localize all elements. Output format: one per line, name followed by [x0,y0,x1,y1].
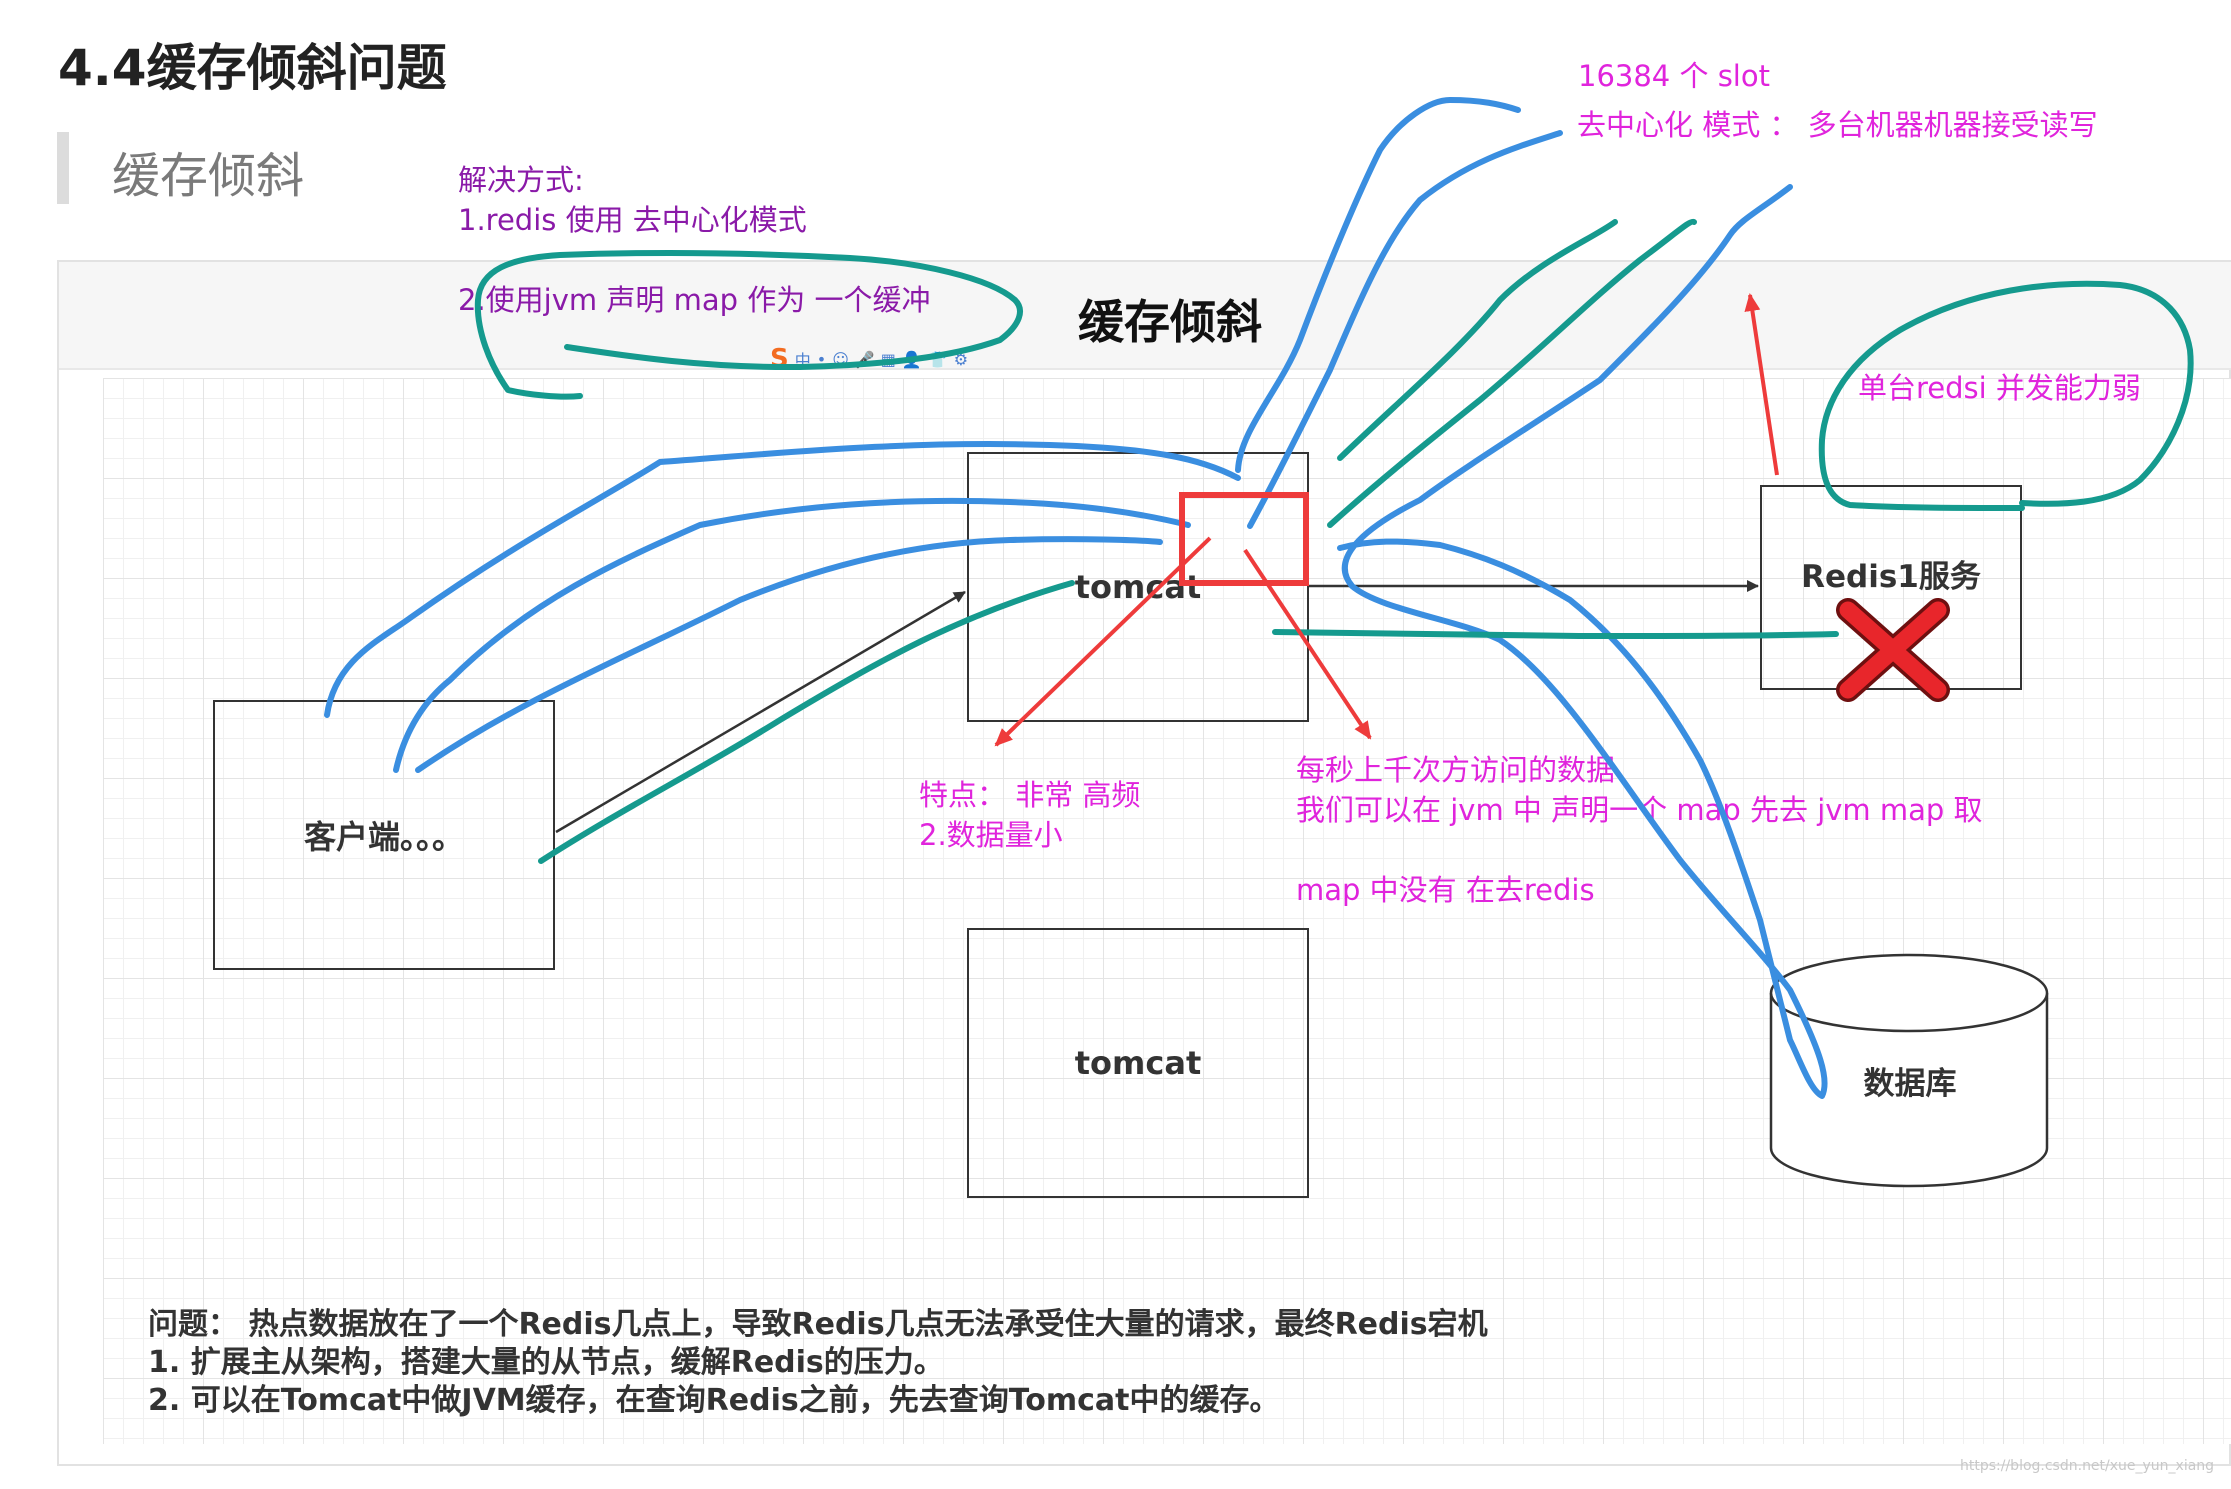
note-line: 2.数据量小 [919,818,1063,852]
problem-line: 1. 扩展主从架构，搭建大量的从节点，缓解Redis的压力。 [148,1345,944,1380]
blue-stroke [324,441,1241,718]
red-arrow [994,536,1212,747]
client-node: 客户端。。。 [213,700,555,970]
ime-punct-icon[interactable]: • [816,349,827,369]
red-pen-arrows [994,293,1779,747]
blue-stroke [1235,97,1521,473]
section-title: 缓存倾斜 [112,148,305,204]
blue-stroke [1247,130,1563,529]
jvm-map-note: 每秒上千次方访问的数据 我们可以在 jvm 中 声明一个 map 先去 jvm … [1296,750,1983,910]
tomcat-2-label: tomcat [1074,1044,1202,1082]
note-line: 每秒上千次方访问的数据 [1296,753,1616,787]
tomcat-node-2: tomcat [967,928,1309,1198]
database-label: 数据库 [1863,1066,1957,1102]
teal-stroke [1818,280,2194,511]
red-arrow [1243,548,1372,740]
hot-data-note: 特点： 非常 高频 2.数据量小 [919,775,1140,855]
red-arrow [1744,293,1779,476]
teal-stroke [1337,219,1618,461]
note-line: 1.redis 使用 去中心化模式 [458,203,807,237]
teal-pen-strokes [474,218,2194,864]
problem-line: 2. 可以在Tomcat中做JVM缓存，在查询Redis之前，先去查询Tomca… [148,1383,1280,1418]
failure-cross-icon [1836,598,1950,702]
section-marker [57,132,69,204]
redis-label: Redis1服务 [1801,559,1981,595]
page-title: 4.4缓存倾斜问题 [58,39,447,97]
slot-note: 16384 个 slot [1578,59,1770,93]
arrow-client-to-tomcat [555,590,966,834]
problem-line: 问题： 热点数据放在了一个Redis几点上，导致Redis几点无法承受住大量的请… [148,1307,1488,1342]
note-line: map 中没有 在去redis [1296,873,1595,907]
note-line: 2.使用jvm 声明 map 作为 一个缓冲 [458,283,931,317]
solution-note: 解决方式: 1.redis 使用 去中心化模式 2.使用jvm 声明 map 作… [458,160,930,320]
teal-stroke [474,250,1023,400]
teal-stroke [1327,218,1697,528]
note-line: 特点： 非常 高频 [919,778,1141,812]
client-label: 客户端。。。 [303,818,464,856]
teal-stroke [1272,629,1839,639]
note-line: 解决方式: [458,163,584,197]
hotspot-highlight [1179,492,1309,586]
redis-node: Redis1服务 [1760,485,2022,690]
blue-stroke [393,497,1191,773]
diagram-grid [103,378,2231,1444]
problem-description: 问题： 热点数据放在了一个Redis几点上，导致Redis几点无法承受住大量的请… [148,1306,1488,1420]
teal-stroke [538,580,1075,864]
single-redis-note: 单台redsi 并发能力弱 [1858,371,2141,405]
blue-stroke [415,536,1163,773]
blue-pen-strokes [324,97,1828,1099]
watermark: https://blog.csdn.net/xue_yun_xiang [1960,1458,2215,1474]
diagram-title: 缓存倾斜 [1078,295,1262,349]
decentral-note: 去中心化 模式 ： 多台机器机器接受读写 [1577,108,2098,142]
blue-stroke [1337,184,1828,1099]
database-cylinder [1769,953,2049,1188]
